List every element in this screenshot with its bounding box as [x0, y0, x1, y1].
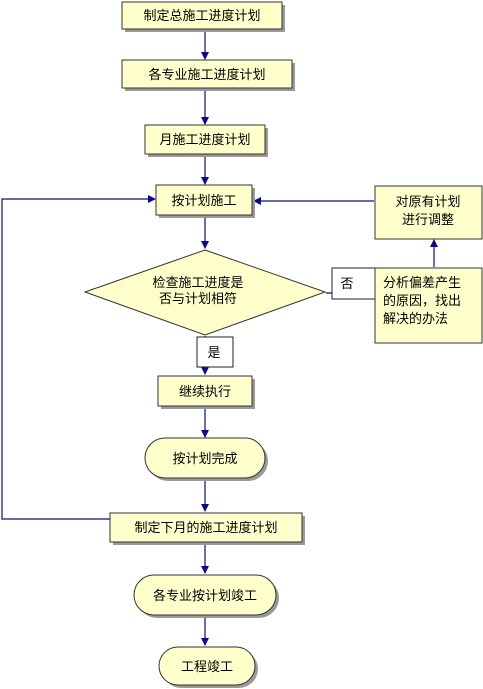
node-execute-by-plan-label: 按计划施工	[171, 194, 236, 209]
node-specialty-completion: 各专业按计划竣工	[133, 574, 279, 618]
node-adjust-plan-label-2: 进行调整	[402, 213, 454, 228]
tag-no-label: 否	[340, 277, 353, 292]
node-check-progress-label-1: 检查施工进度是	[152, 275, 243, 291]
node-check-progress-label-2: 否与计划相符	[159, 291, 237, 307]
node-monthly-plan: 月施工进度计划	[144, 124, 268, 157]
node-analyze-deviation-label-2: 的原因，找出	[383, 293, 461, 309]
node-plan-completed: 按计划完成	[144, 437, 268, 481]
node-make-master-plan: 制定总施工进度计划	[121, 1, 285, 32]
node-specialty-completion-label: 各专业按计划竣工	[153, 588, 257, 604]
node-plan-completed-label: 按计划完成	[172, 452, 237, 467]
node-analyze-deviation-label-3: 解决的办法	[383, 311, 448, 327]
node-make-master-plan-label: 制定总施工进度计划	[143, 8, 260, 24]
node-next-month-plan: 制定下月的施工进度计划	[109, 512, 305, 545]
node-specialty-plan: 各专业施工进度计划	[121, 59, 295, 91]
node-monthly-plan-label: 月施工进度计划	[159, 132, 250, 148]
node-project-completion-label: 工程竣工	[181, 660, 233, 675]
node-continue-execution: 继续执行	[157, 375, 255, 409]
node-execute-by-plan: 按计划施工	[155, 184, 255, 218]
node-project-completion: 工程竣工	[158, 646, 258, 688]
node-continue-execution-label: 继续执行	[179, 385, 231, 400]
node-adjust-plan: 对原有计划 进行调整	[374, 185, 483, 240]
tag-yes-label: 是	[207, 346, 220, 361]
tag-no: 否	[331, 267, 379, 300]
node-check-progress-decision: 检查施工进度是 否与计划相符	[83, 249, 327, 336]
node-analyze-deviation-label-1: 分析偏差产生	[383, 276, 461, 291]
node-specialty-plan-label: 各专业施工进度计划	[148, 67, 265, 83]
edge-nextmonth-loop-to-execute	[1, 195, 156, 520]
node-adjust-plan-label-1: 对原有计划	[395, 195, 460, 210]
node-next-month-plan-label: 制定下月的施工进度计划	[134, 520, 277, 536]
tag-yes: 是	[196, 336, 234, 368]
node-analyze-deviation: 分析偏差产生 的原因，找出 解决的办法	[374, 267, 483, 344]
